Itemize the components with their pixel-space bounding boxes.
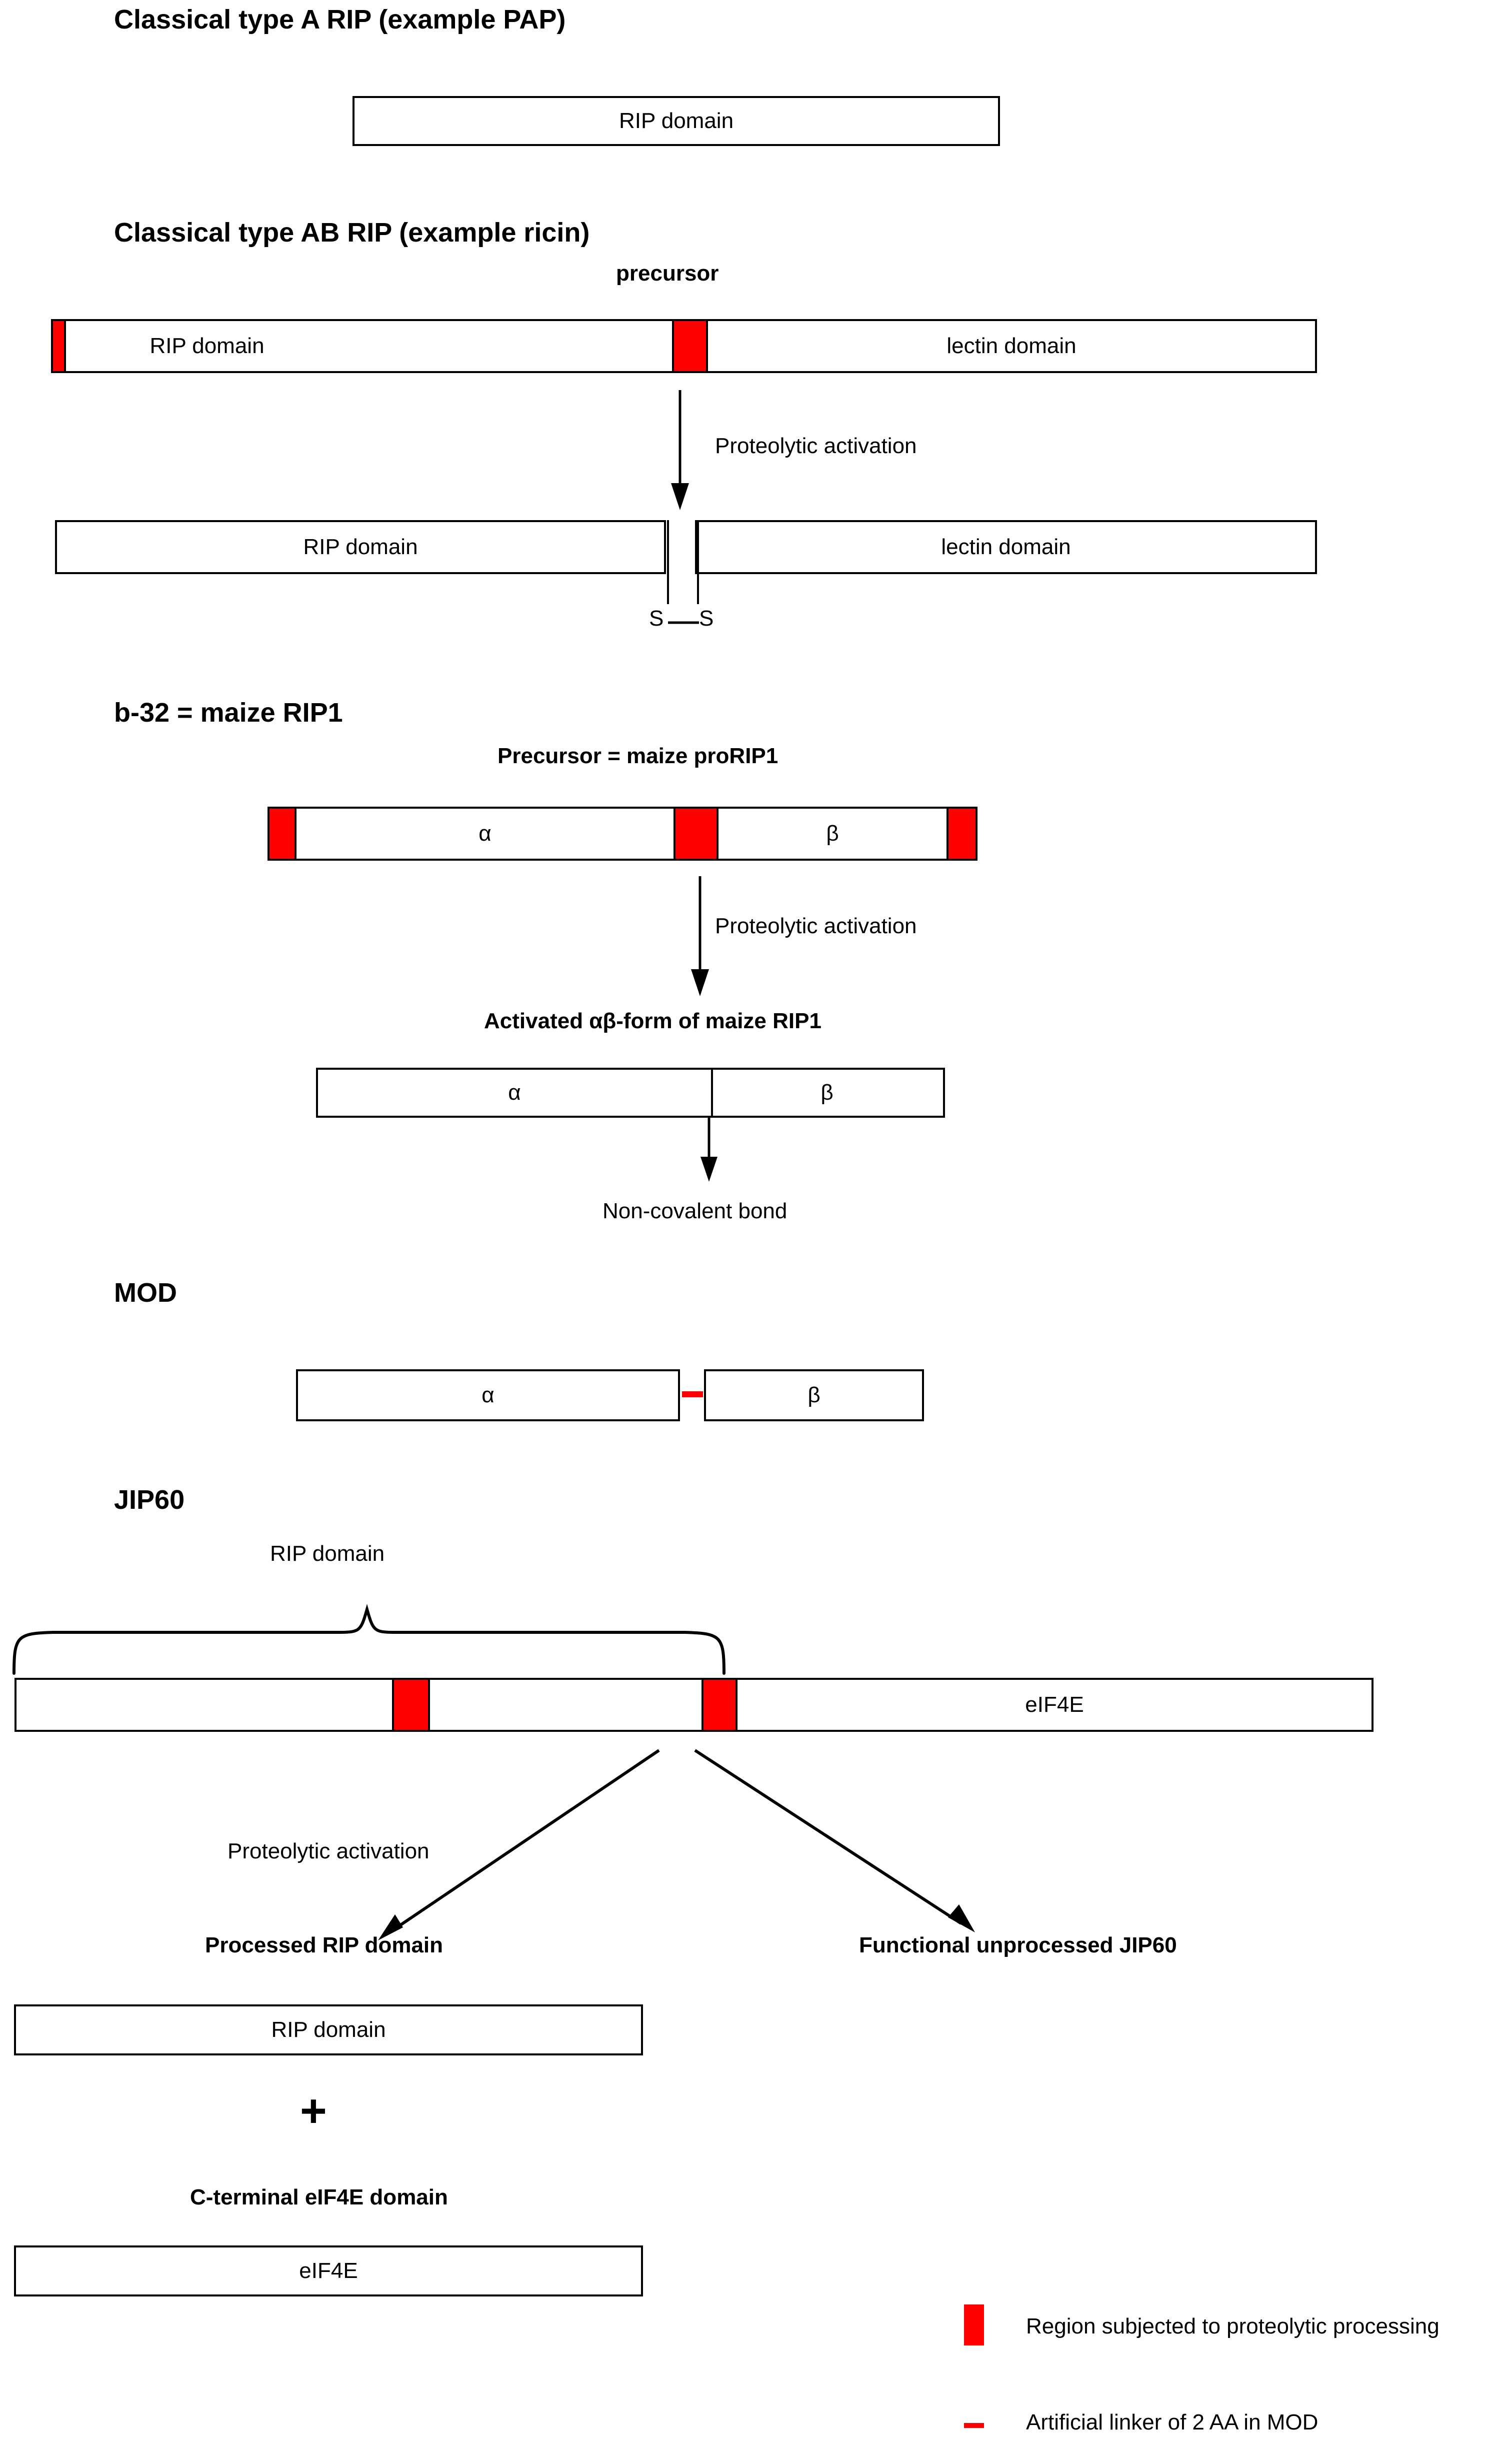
bar-label-rip-domain: RIP domain (303, 535, 418, 559)
red-region-n-terminal (270, 809, 296, 859)
legend-swatch-artificial-linker (964, 2423, 984, 2428)
bar-label-rip-domain: RIP domain (618, 109, 734, 133)
domain-divider (711, 1070, 713, 1116)
bar-label-rip-domain: RIP domain (271, 2017, 386, 2042)
section-heading-b32: b-32 = maize RIP1 (114, 698, 343, 728)
bar-rip1-activated-alpha-beta: α β (316, 1068, 945, 1118)
red-region-c-terminal (946, 809, 976, 859)
label-proteolytic-activation-ricin: Proteolytic activation (715, 434, 917, 458)
label-proteolytic-activation-prorip1: Proteolytic activation (715, 914, 917, 938)
bar-label-lectin-domain: lectin domain (941, 535, 1071, 559)
bar-label-alpha: α (478, 821, 492, 846)
arrows-jip60-fates (378, 1749, 975, 1940)
label-c-terminal-eif4e-domain: C-terminal eIF4E domain (190, 2185, 448, 2209)
bar-label-eif4e: eIF4E (299, 2258, 358, 2283)
disulfide-bridge-lines (667, 520, 699, 604)
disulfide-bond-dash (668, 621, 699, 624)
label-functional-unprocessed-jip60: Functional unprocessed JIP60 (859, 1933, 1177, 1957)
bar-label-beta: β (820, 1080, 834, 1105)
section-heading-type-a: Classical type A RIP (example PAP) (114, 5, 566, 35)
label-disulfide-s-right: S (699, 606, 714, 631)
linker-dash-mod (682, 1391, 703, 1397)
label-activated-ab-form: Activated αβ-form of maize RIP1 (484, 1009, 822, 1033)
bar-label-alpha: α (482, 1383, 494, 1407)
bar-jip60-full-length: eIF4E (14, 1678, 1374, 1732)
bar-ricin-rip-domain-activated: RIP domain (55, 520, 666, 574)
label-precursor-ricin: precursor (616, 261, 719, 286)
section-heading-mod: MOD (114, 1278, 177, 1308)
bar-label-alpha: α (508, 1080, 521, 1105)
bar-ricin-precursor: RIP domain lectin domain (51, 319, 1317, 373)
arrow-non-covalent-bond (700, 1118, 718, 1182)
bar-c-terminal-eif4e: eIF4E (14, 2245, 643, 2296)
red-region-processing-site-1 (392, 1680, 430, 1730)
red-region-n-terminal (53, 321, 66, 371)
section-heading-jip60: JIP60 (114, 1485, 185, 1515)
bar-label-rip-domain: RIP domain (150, 334, 264, 358)
bar-label-beta: β (808, 1383, 820, 1407)
label-processed-rip-domain: Processed RIP domain (205, 1933, 444, 1957)
bar-ricin-lectin-domain-activated: lectin domain (695, 520, 1317, 574)
label-non-covalent-bond: Non-covalent bond (602, 1199, 788, 1223)
label-precursor-prorip1: Precursor = maize proRIP1 (498, 744, 778, 768)
label-proteolytic-activation-jip60: Proteolytic activation (228, 1839, 430, 1863)
legend-label-processing-region: Region subjected to proteolytic processi… (1026, 2314, 1440, 2338)
brace-rip-domain-span (12, 1604, 726, 1675)
red-region-internal-linker (674, 809, 718, 859)
bar-type-a-rip-domain: RIP domain (352, 96, 1000, 146)
bar-mod-beta: β (704, 1369, 924, 1421)
red-region-internal-linker (672, 321, 708, 371)
bar-mod-alpha: α (296, 1369, 680, 1421)
bar-label-lectin-domain: lectin domain (946, 334, 1076, 358)
bar-prorip1-precursor: α β (268, 807, 978, 861)
section-heading-type-ab: Classical type AB RIP (example ricin) (114, 218, 590, 248)
red-region-processing-site-2 (702, 1680, 738, 1730)
legend-label-artificial-linker: Artificial linker of 2 AA in MOD (1026, 2410, 1318, 2434)
label-brace-rip-domain: RIP domain (270, 1541, 385, 1566)
arrow-proteolytic-activation-ricin (671, 390, 689, 510)
label-disulfide-s-left: S (649, 606, 664, 631)
bar-processed-rip-domain: RIP domain (14, 2004, 643, 2055)
plus-symbol: + (300, 2085, 327, 2136)
bar-label-eif4e: eIF4E (1025, 1692, 1084, 1717)
bar-label-beta: β (826, 821, 839, 846)
arrow-proteolytic-activation-prorip1 (691, 876, 709, 996)
legend-swatch-processing-region (964, 2304, 984, 2345)
